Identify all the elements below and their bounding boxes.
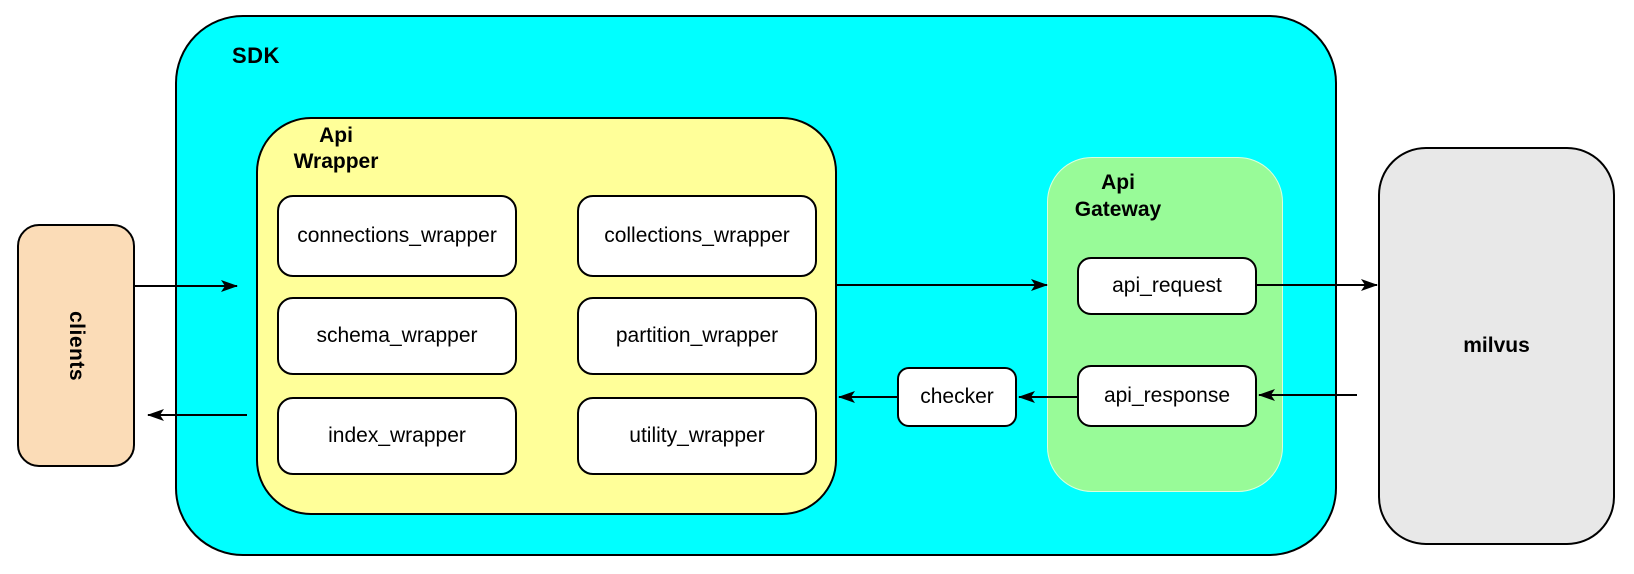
node-api-response: api_response <box>1077 365 1257 427</box>
api-wrapper-label: Api Wrapper <box>270 123 402 175</box>
node-partition-wrapper-label: partition_wrapper <box>615 324 779 347</box>
api-gateway-label-line2: Gateway <box>1074 198 1162 221</box>
node-clients-label: clients <box>65 310 88 381</box>
api-wrapper-label-line1: Api <box>319 124 353 147</box>
node-api-request-label: api_request <box>1112 274 1222 297</box>
node-api-response-label: api_response <box>1103 384 1231 407</box>
node-checker-label: checker <box>920 385 994 408</box>
node-checker: checker <box>897 367 1017 427</box>
node-connections-wrapper-label: connections_wrapper <box>297 224 497 247</box>
node-index-wrapper: index_wrapper <box>277 397 517 475</box>
sdk-label: SDK <box>232 43 280 68</box>
api-gateway-label: Api Gateway <box>1048 169 1188 223</box>
node-utility-wrapper: utility_wrapper <box>577 397 817 475</box>
node-milvus: milvus <box>1378 147 1615 545</box>
api-wrapper-label-line2: Wrapper <box>293 150 379 173</box>
node-api-request: api_request <box>1077 257 1257 315</box>
node-collections-wrapper: collections_wrapper <box>577 195 817 277</box>
node-schema-wrapper: schema_wrapper <box>277 297 517 375</box>
node-partition-wrapper: partition_wrapper <box>577 297 817 375</box>
node-clients: clients <box>17 224 135 467</box>
node-schema-wrapper-label: schema_wrapper <box>316 324 478 347</box>
node-index-wrapper-label: index_wrapper <box>328 424 466 447</box>
node-collections-wrapper-label: collections_wrapper <box>604 224 790 247</box>
node-milvus-label: milvus <box>1463 334 1530 357</box>
node-utility-wrapper-label: utility_wrapper <box>629 424 765 447</box>
node-connections-wrapper: connections_wrapper <box>277 195 517 277</box>
api-gateway-container: Api Gateway <box>1047 157 1283 492</box>
api-gateway-label-line1: Api <box>1101 171 1135 194</box>
